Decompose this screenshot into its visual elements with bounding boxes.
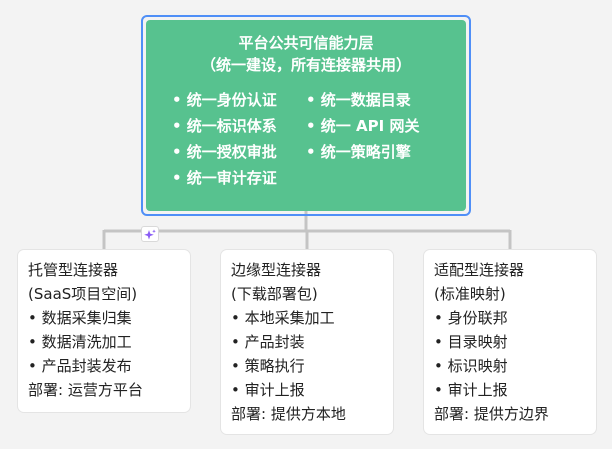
child-node-item: • 目录映射 [434, 333, 508, 351]
child-node-item: • 数据采集归集 [28, 309, 132, 327]
root-item-api-gateway: • 统一 API 网关 [306, 117, 420, 135]
child-node-deployment: 部署: 运营方平台 [28, 381, 143, 399]
child-node-item: • 数据清洗加工 [28, 333, 132, 351]
root-item-audit-evidence: • 统一审计存证 [172, 169, 277, 187]
child-node-subtitle: (下载部署包) [231, 285, 318, 303]
child-node-edge-connector[interactable]: 边缘型连接器 (下载部署包) • 本地采集加工 • 产品封装 • 策略执行 • … [221, 250, 393, 434]
ai-sparkle-button[interactable] [141, 226, 159, 242]
child-node-deployment: 部署: 提供方本地 [231, 405, 346, 423]
root-item-identity-auth: • 统一身份认证 [172, 91, 277, 109]
child-node-deployment: 部署: 提供方边界 [434, 405, 549, 423]
root-item-data-catalog: • 统一数据目录 [306, 91, 411, 109]
root-item-authorization-approval: • 统一授权审批 [172, 143, 277, 161]
child-node-item: • 审计上报 [434, 381, 508, 399]
root-node-capability-list: • 统一身份认证 • 统一数据目录 • 统一标识体系 • 统一 API 网关 •… [172, 89, 450, 190]
child-node-hosted-connector[interactable]: 托管型连接器 (SaaS项目空间) • 数据采集归集 • 数据清洗加工 • 产品… [18, 250, 190, 412]
child-node-item: • 标识映射 [434, 357, 508, 375]
child-node-subtitle: (SaaS项目空间) [28, 285, 138, 303]
child-node-title: 边缘型连接器 [231, 261, 322, 279]
root-node-subtitle: （统一建设，所有连接器共用） [200, 56, 411, 74]
root-node-trusted-capability-layer[interactable]: 平台公共可信能力层 （统一建设，所有连接器共用） • 统一身份认证 • 统一数据… [146, 20, 466, 211]
root-item-identifier-system: • 统一标识体系 [172, 117, 277, 135]
child-node-item: • 产品封装 [231, 333, 305, 351]
child-node-item: • 产品封装发布 [28, 357, 132, 375]
child-node-adapter-connector[interactable]: 适配型连接器 (标准映射) • 身份联邦 • 目录映射 • 标识映射 • 审计上… [424, 250, 596, 434]
sparkle-icon [144, 229, 156, 240]
child-node-item: • 本地采集加工 [231, 309, 335, 327]
child-node-item: • 身份联邦 [434, 309, 508, 327]
child-node-item: • 策略执行 [231, 357, 305, 375]
root-node-title: 平台公共可信能力层 [238, 34, 374, 52]
child-node-title: 适配型连接器 [434, 261, 525, 279]
child-node-subtitle: (标准映射) [434, 285, 506, 303]
child-node-item: • 审计上报 [231, 381, 305, 399]
root-item-policy-engine: • 统一策略引擎 [306, 143, 411, 161]
child-node-title: 托管型连接器 [28, 261, 119, 279]
